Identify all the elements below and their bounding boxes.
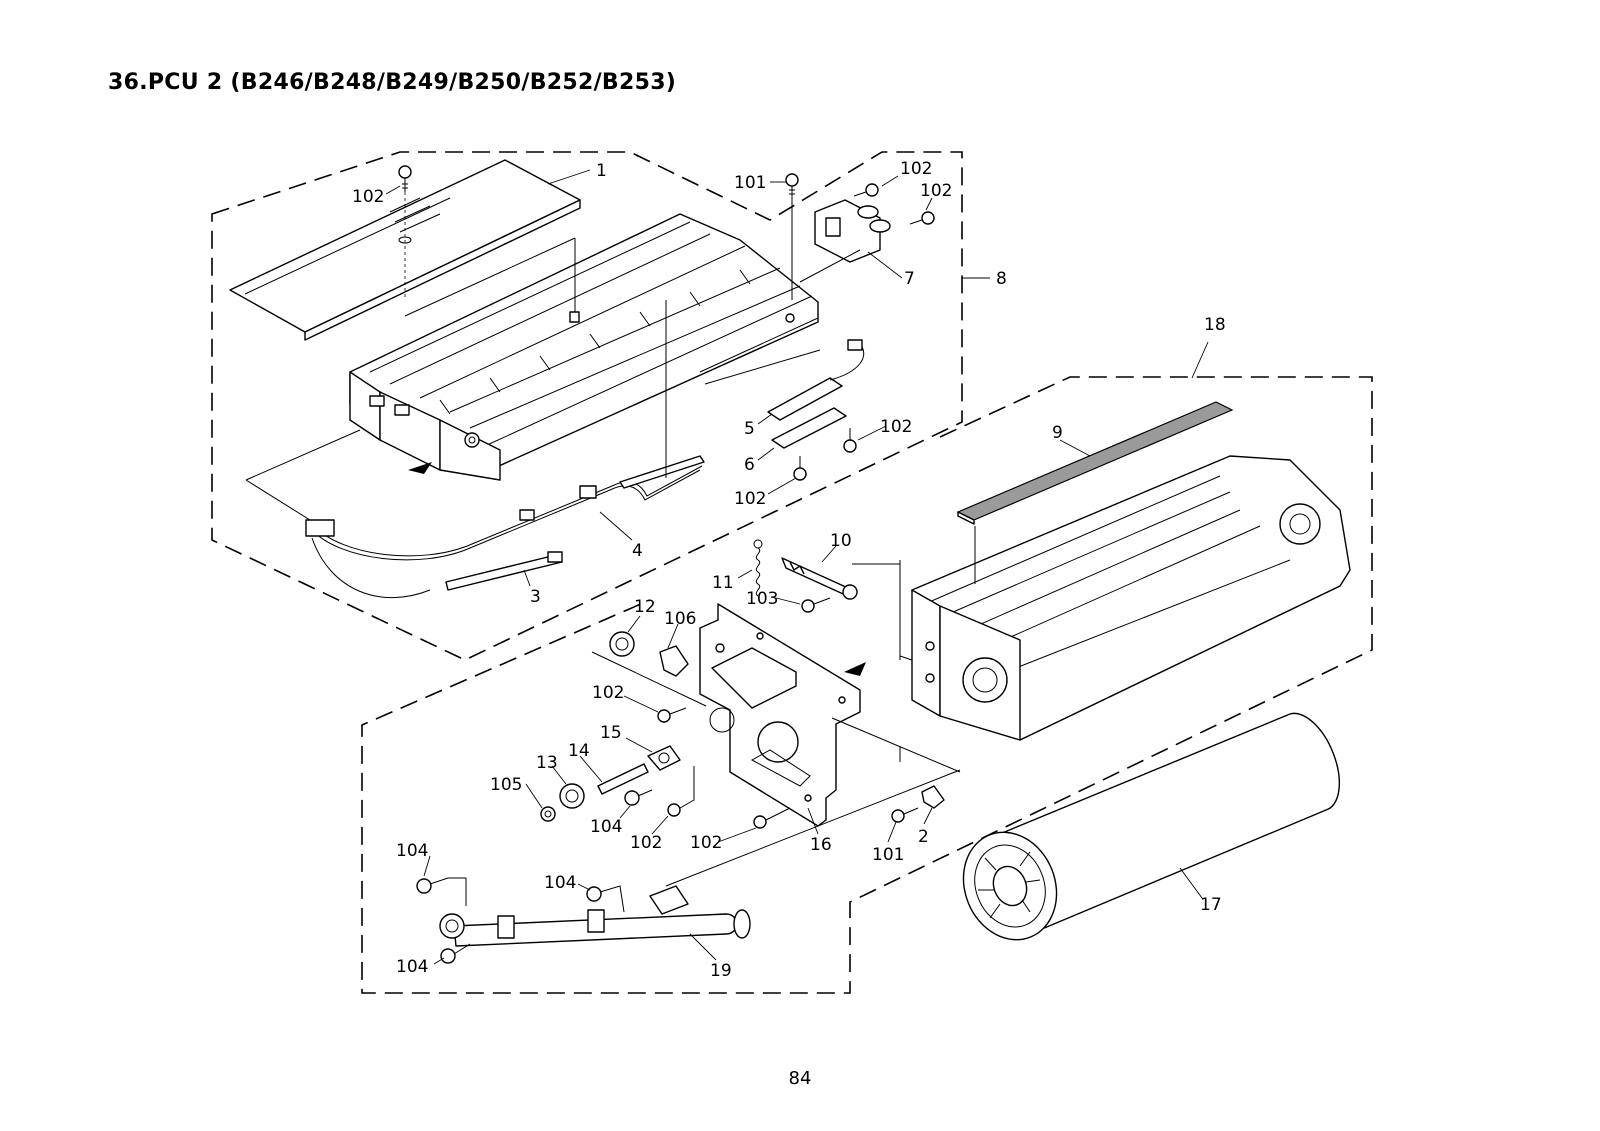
seal-strip-9-end xyxy=(957,511,975,525)
screw-102-lower-a xyxy=(657,707,687,723)
screw-104-gear xyxy=(624,789,653,806)
screw-103 xyxy=(801,597,831,613)
callout-15: 15 xyxy=(600,723,622,743)
callout-102: 102 xyxy=(734,489,766,509)
screw-102-lower-b xyxy=(667,766,695,817)
callout-12: 12 xyxy=(634,597,656,617)
callout-6: 6 xyxy=(744,455,755,475)
callout-19: 19 xyxy=(710,961,732,981)
screw-102-sensor-5 xyxy=(843,428,857,453)
callout-104: 104 xyxy=(396,957,428,977)
gear-12 xyxy=(591,631,707,707)
sensor-5 xyxy=(704,339,865,421)
callout-102: 102 xyxy=(690,833,722,853)
drum-17 xyxy=(962,712,1340,941)
screw-101-lower xyxy=(891,807,919,823)
development-casing-18 xyxy=(899,455,1351,741)
callout-11: 11 xyxy=(712,573,734,593)
screw-102-sensor-b xyxy=(909,211,935,225)
coupling-15 xyxy=(647,745,681,771)
screw-102-lower-c xyxy=(753,807,791,829)
callout-16: 16 xyxy=(810,835,832,855)
callout-7: 7 xyxy=(904,269,915,289)
callout-102: 102 xyxy=(880,417,912,437)
screw-101-top xyxy=(785,173,799,300)
callout-102: 102 xyxy=(592,683,624,703)
screw-102-sensor-a xyxy=(853,183,879,197)
callout-105: 105 xyxy=(490,775,522,795)
harness-4 xyxy=(245,300,705,599)
callout-102: 102 xyxy=(900,159,932,179)
callout-102: 102 xyxy=(920,181,952,201)
callout-17: 17 xyxy=(1200,895,1222,915)
callout-1: 1 xyxy=(596,161,607,181)
callout-2: 2 xyxy=(918,827,929,847)
callout-labels: 1 102 101 102 102 7 8 18 9 5 102 6 102 4… xyxy=(352,159,1226,981)
assembly-18-boundary xyxy=(361,376,1373,994)
callout-101: 101 xyxy=(872,845,904,865)
shaft-14 xyxy=(597,763,649,795)
callout-104: 104 xyxy=(396,841,428,861)
bushing-106 xyxy=(659,645,689,677)
callout-103: 103 xyxy=(746,589,778,609)
e-ring-105 xyxy=(540,806,556,822)
clip-2 xyxy=(921,785,945,809)
sensor-bracket-7 xyxy=(799,199,891,283)
direction-flag-lower xyxy=(844,662,866,676)
assembly-8-boundary xyxy=(211,151,963,661)
callout-104: 104 xyxy=(590,817,622,837)
callout-102: 102 xyxy=(630,833,662,853)
lever-10 xyxy=(781,557,901,660)
callout-leaders xyxy=(385,169,1209,965)
callout-8: 8 xyxy=(996,269,1007,289)
callout-18: 18 xyxy=(1204,315,1226,335)
callout-101: 101 xyxy=(734,173,766,193)
screw-104-mid xyxy=(586,885,625,913)
screw-102-sensor-6 xyxy=(793,456,807,481)
side-plate-16 xyxy=(699,603,961,827)
callout-14: 14 xyxy=(568,741,590,761)
harness-strip-3 xyxy=(445,551,563,591)
screw-104-upper-left xyxy=(416,877,467,906)
callout-13: 13 xyxy=(536,753,558,773)
direction-flag-upper xyxy=(408,462,432,474)
page-title: 36.PCU 2 (B246/B248/B249/B250/B252/B253) xyxy=(108,70,677,95)
gear-13 xyxy=(559,783,585,809)
sensor-6 xyxy=(771,407,847,449)
callout-106: 106 xyxy=(664,609,696,629)
callout-104: 104 xyxy=(544,873,576,893)
screw-102-top-left xyxy=(398,165,412,300)
page-number: 84 xyxy=(788,1068,812,1089)
shaft-assembly-19 xyxy=(439,769,961,947)
callout-5: 5 xyxy=(744,419,755,439)
callout-4: 4 xyxy=(632,541,643,561)
callout-9: 9 xyxy=(1052,423,1063,443)
spring-11 xyxy=(753,539,763,597)
pcu-upper-frame xyxy=(349,213,819,481)
callout-102: 102 xyxy=(352,187,384,207)
callout-10: 10 xyxy=(830,531,852,551)
callout-3: 3 xyxy=(530,587,541,607)
screw-104-lower-left xyxy=(440,943,471,964)
